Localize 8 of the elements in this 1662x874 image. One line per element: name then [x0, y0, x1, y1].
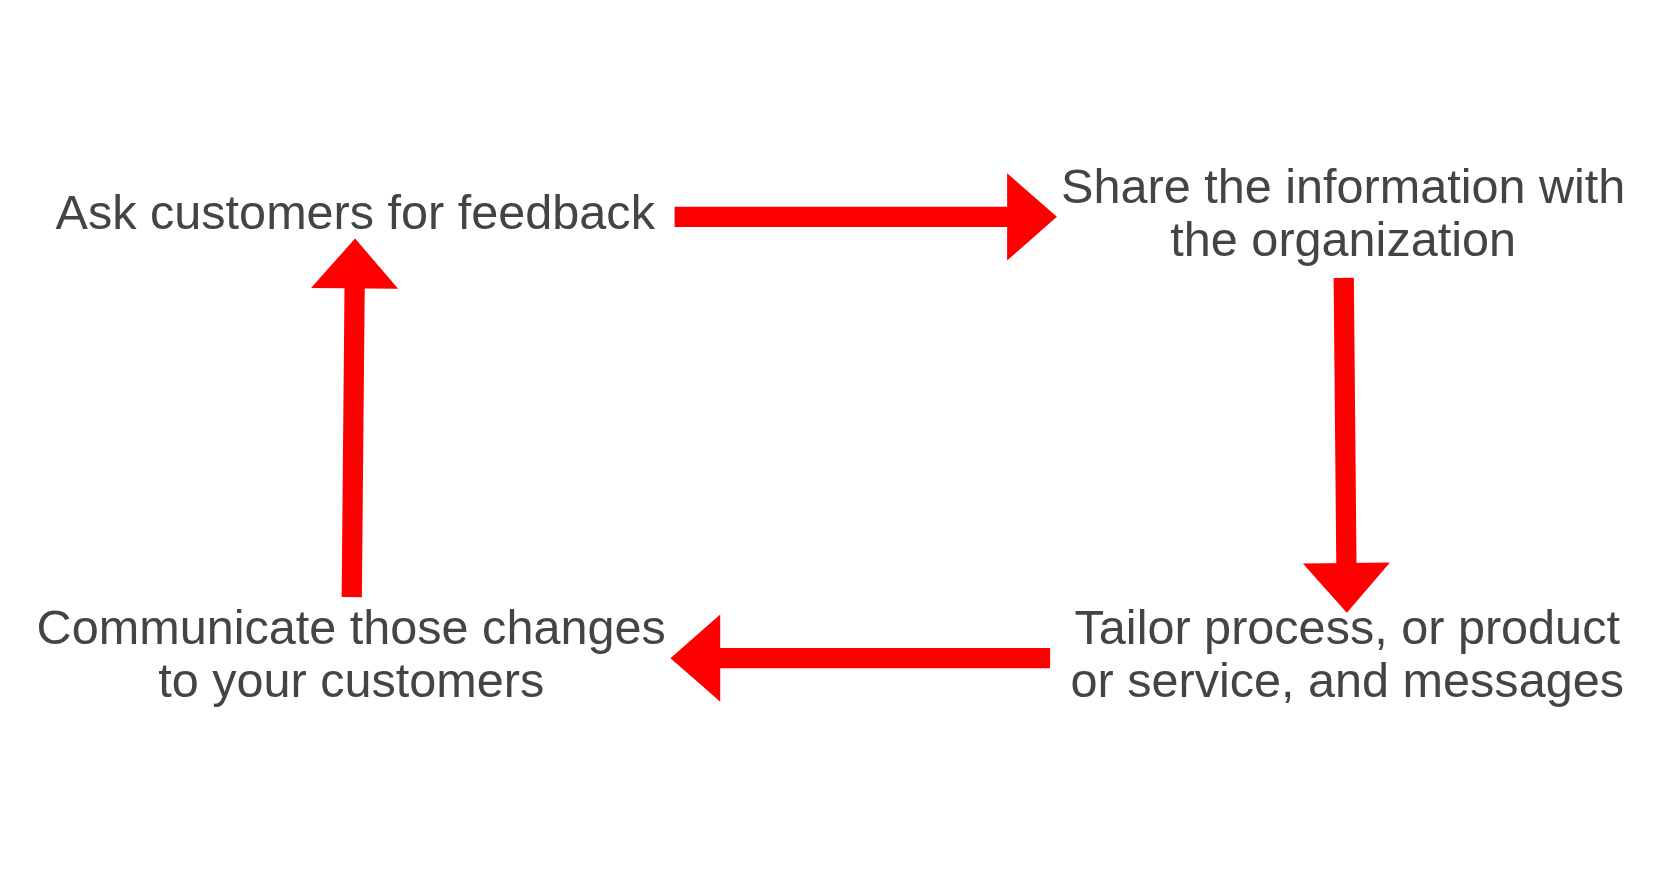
node-text: Share the information with the organization [1061, 158, 1626, 266]
arrow [670, 614, 1051, 702]
node-text: Ask customers for feedback [55, 184, 655, 239]
node-text: Communicate those changes to your customers [36, 599, 666, 707]
arrow [1302, 277, 1390, 613]
arrow [311, 238, 399, 597]
arrow [674, 172, 1057, 260]
node-text: Tailor process, or product or service, and messages [1070, 599, 1624, 707]
